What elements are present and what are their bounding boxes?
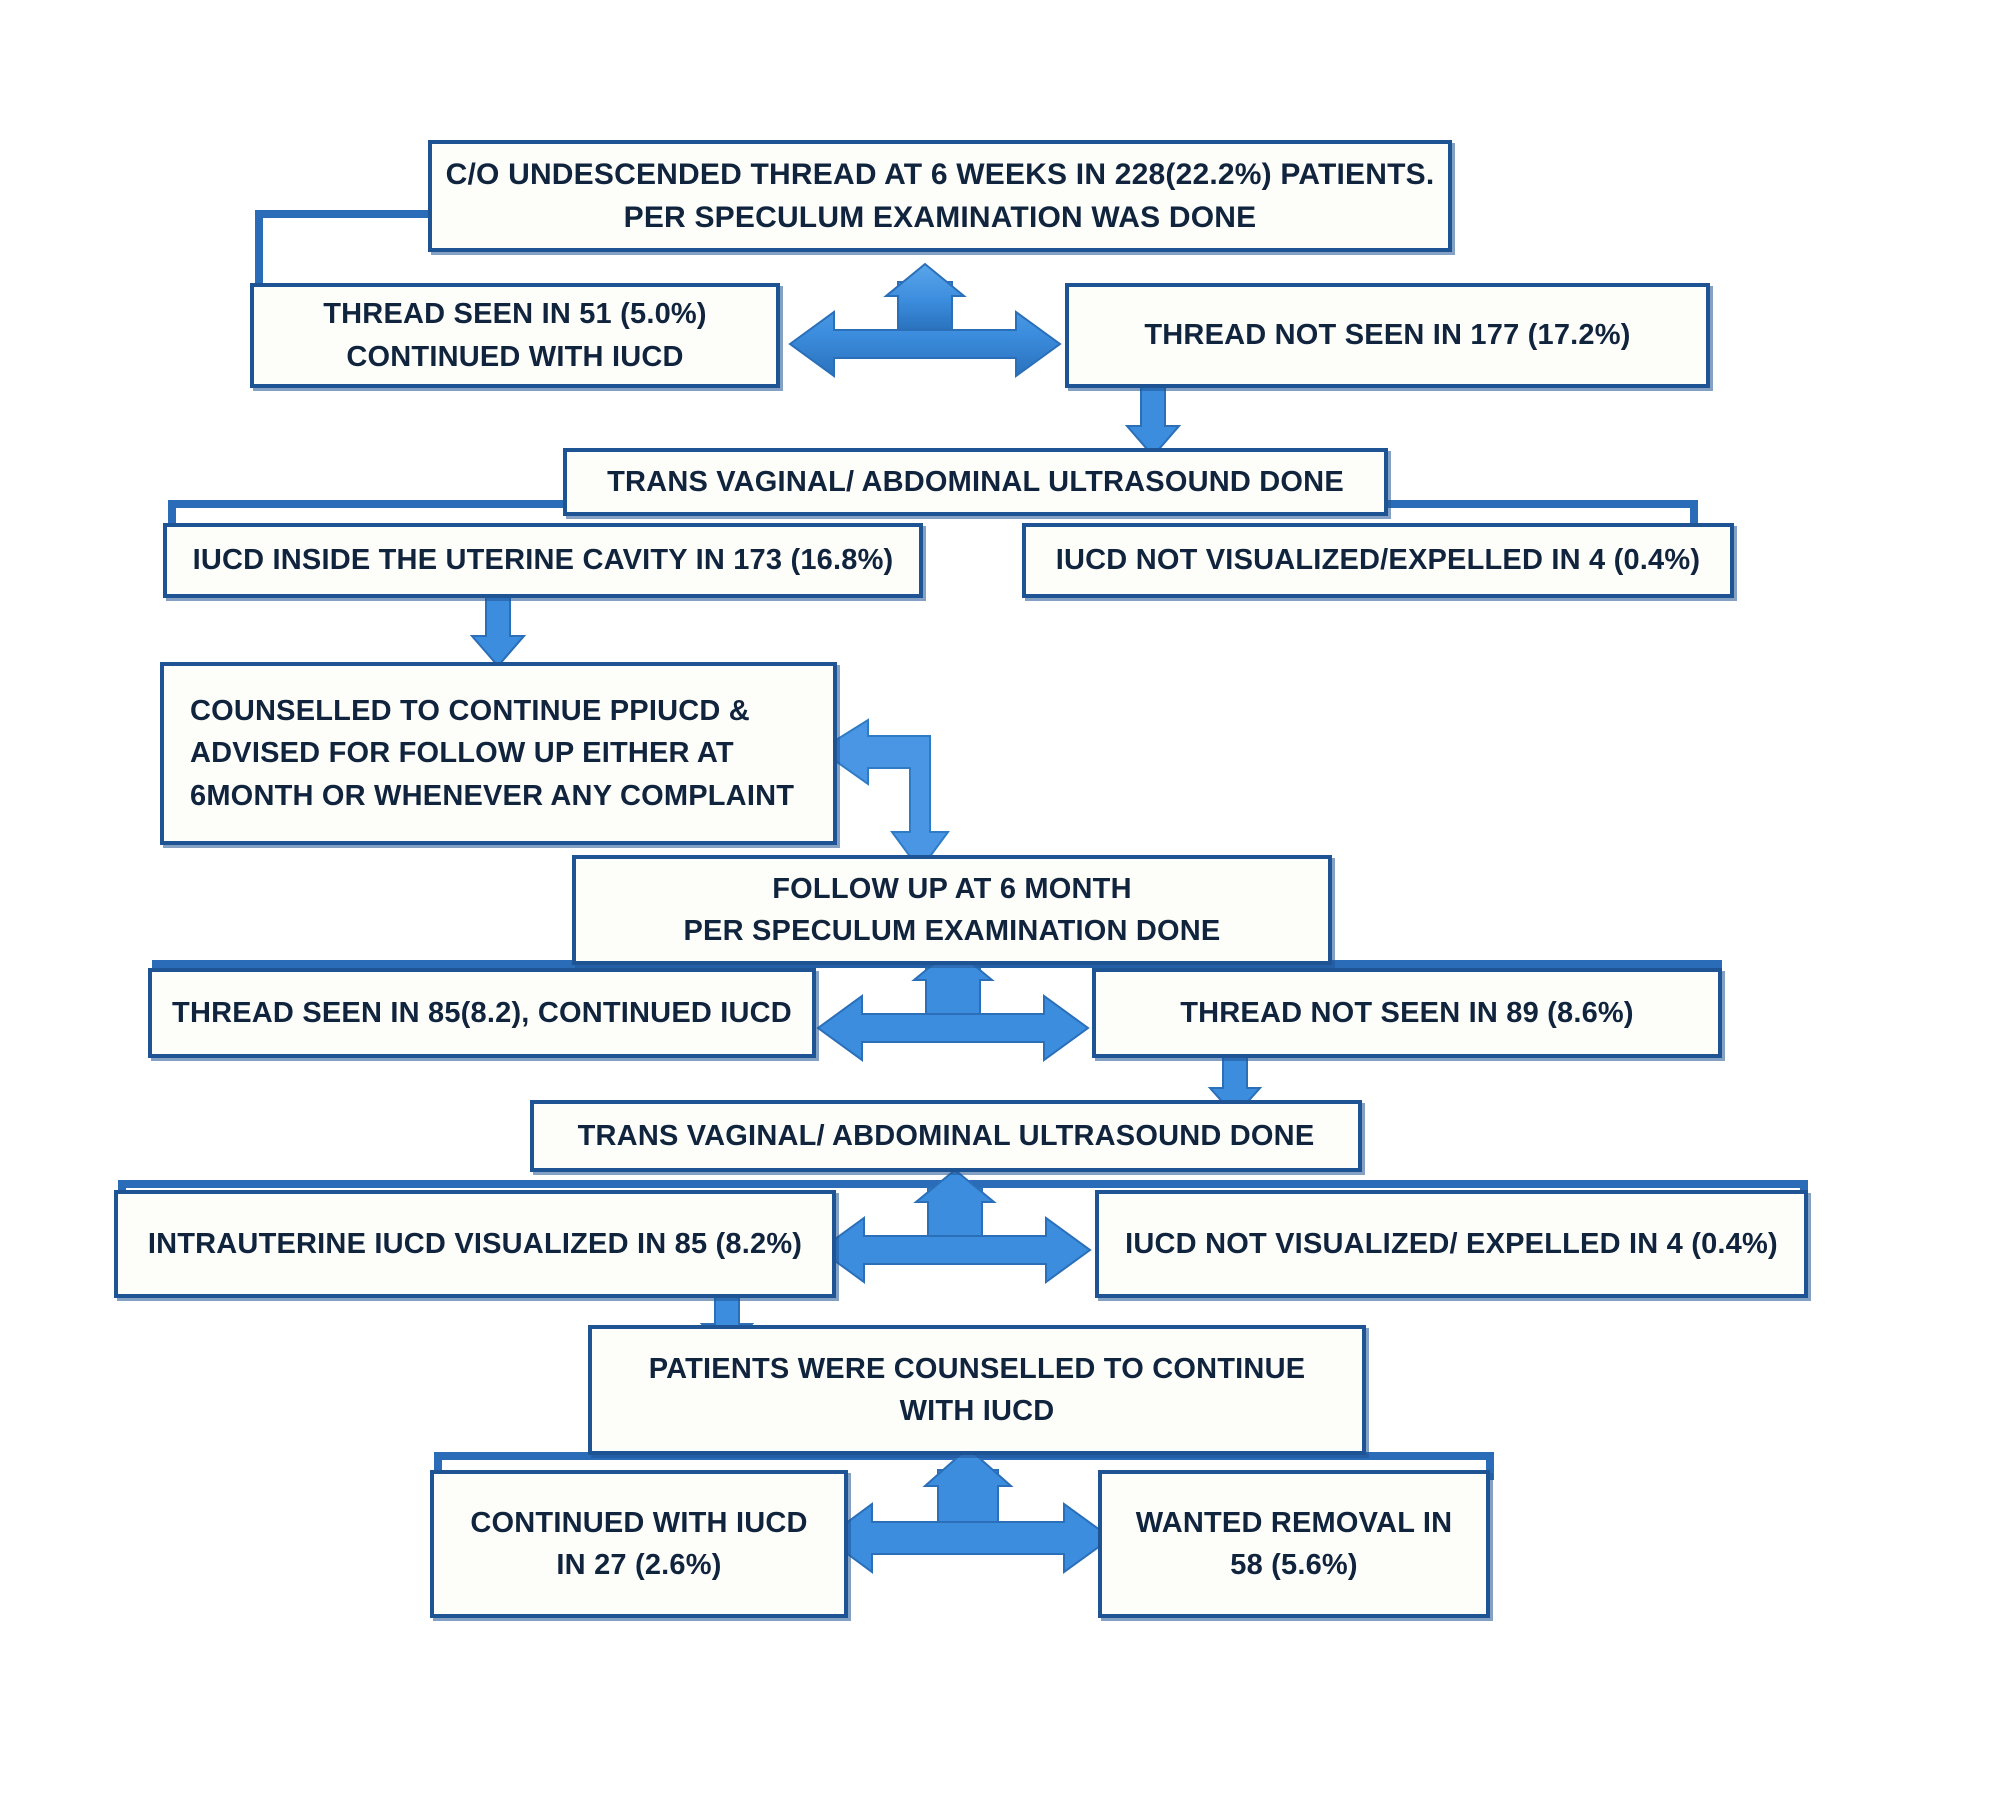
node-continued-with-iucd-line1: CONTINUED WITH IUCD — [470, 1506, 808, 1539]
node-continued-with-iucd-line2: IN 27 (2.6%) — [556, 1549, 722, 1581]
node-patients-counselled-line2: WITH IUCD — [899, 1395, 1055, 1427]
node-ultrasound-6weeks-line1: TRANS VAGINAL/ ABDOMINAL ULTRASOUND DONE — [607, 465, 1344, 498]
node-follow-up-6month-line2: PER SPECULUM EXAMINATION DONE — [683, 915, 1221, 947]
node-patients-counselled[interactable]: PATIENTS WERE COUNSELLED TO CONTINUE WIT… — [588, 1325, 1366, 1455]
node-wanted-removal-line1: WANTED REMOVAL IN — [1135, 1506, 1453, 1539]
node-follow-up-6month[interactable]: FOLLOW UP AT 6 MONTH PER SPECULUM EXAMIN… — [572, 855, 1332, 965]
node-follow-up-6month-line1: FOLLOW UP AT 6 MONTH — [772, 872, 1132, 905]
connector-line-top-to-left — [255, 210, 263, 290]
node-iucd-not-visualized-6weeks-line1: IUCD NOT VISUALIZED/EXPELLED IN 4 (0.4%) — [1055, 544, 1701, 577]
node-thread-not-seen-6month[interactable]: THREAD NOT SEEN IN 89 (8.6%) — [1092, 968, 1722, 1058]
connector-line-outcome-left — [434, 1452, 442, 1480]
node-patients-counselled-line1: PATIENTS WERE COUNSELLED TO CONTINUE — [648, 1352, 1306, 1385]
arrow-split-outcome — [824, 1446, 1113, 1598]
node-counselled-continue-line1: COUNSELLED TO CONTINUE PPIUCD & — [190, 695, 750, 728]
node-thread-seen-6month-line1: THREAD SEEN IN 85(8.2), CONTINUED IUCD — [172, 996, 792, 1029]
node-ultrasound-6month[interactable]: TRANS VAGINAL/ ABDOMINAL ULTRASOUND DONE — [530, 1100, 1362, 1172]
arrow-cavity-to-counselled — [469, 595, 527, 668]
node-iucd-not-visualized-6month[interactable]: IUCD NOT VISUALIZED/ EXPELLED IN 4 (0.4%… — [1095, 1190, 1808, 1298]
node-iucd-inside-cavity-line1: IUCD INSIDE THE UTERINE CAVITY IN 173 (1… — [192, 544, 894, 577]
connector-line-outcome-right — [1486, 1452, 1494, 1480]
node-intrauterine-visualized-line1: INTRAUTERINE IUCD VISUALIZED IN 85 (8.2%… — [147, 1227, 803, 1260]
arrow-split-6weeks — [788, 262, 1062, 402]
node-intrauterine-visualized[interactable]: INTRAUTERINE IUCD VISUALIZED IN 85 (8.2%… — [114, 1190, 836, 1298]
connector-line-ultrasound6w-left — [168, 500, 176, 530]
node-continued-with-iucd[interactable]: CONTINUED WITH IUCD IN 27 (2.6%) — [430, 1470, 848, 1618]
node-thread-not-seen-6month-line1: THREAD NOT SEEN IN 89 (8.6%) — [1180, 996, 1634, 1029]
node-counselled-continue-line3: 6MONTH OR WHENEVER ANY COMPLAINT — [190, 779, 795, 812]
node-complaint[interactable]: C/O UNDESCENDED THREAD AT 6 WEEKS IN 228… — [428, 140, 1452, 252]
arrow-notseen-to-ultrasound-6weeks — [1124, 385, 1182, 458]
arrow-counselled-to-followup — [818, 712, 980, 877]
node-wanted-removal-line2: 58 (5.6%) — [1230, 1549, 1358, 1581]
connector-line-top-edge-left — [255, 210, 435, 218]
node-wanted-removal[interactable]: WANTED REMOVAL IN 58 (5.6%) — [1098, 1470, 1490, 1618]
node-thread-seen-6weeks-line1: THREAD SEEN IN 51 (5.0%) — [323, 298, 707, 331]
arrow-split-ultrasound-6month — [818, 1168, 1092, 1308]
node-thread-not-seen-6weeks[interactable]: THREAD NOT SEEN IN 177 (17.2%) — [1065, 283, 1710, 388]
node-thread-not-seen-6weeks-line1: THREAD NOT SEEN IN 177 (17.2%) — [1144, 319, 1631, 352]
node-thread-seen-6month[interactable]: THREAD SEEN IN 85(8.2), CONTINUED IUCD — [148, 968, 816, 1058]
node-thread-seen-6weeks-line2: CONTINUED WITH IUCD — [346, 340, 684, 373]
arrow-split-6month — [816, 946, 1090, 1086]
connector-line-ultrasound6w-right — [1690, 500, 1698, 530]
node-ultrasound-6weeks[interactable]: TRANS VAGINAL/ ABDOMINAL ULTRASOUND DONE — [563, 448, 1388, 516]
node-thread-seen-6weeks[interactable]: THREAD SEEN IN 51 (5.0%) CONTINUED WITH … — [250, 283, 780, 388]
node-complaint-line2: PER SPECULUM EXAMINATION WAS DONE — [623, 201, 1257, 234]
node-iucd-not-visualized-6month-line1: IUCD NOT VISUALIZED/ EXPELLED IN 4 (0.4%… — [1125, 1227, 1778, 1260]
node-counselled-continue-line2: ADVISED FOR FOLLOW UP EITHER AT — [190, 737, 734, 770]
node-ultrasound-6month-line1: TRANS VAGINAL/ ABDOMINAL ULTRASOUND DONE — [577, 1119, 1315, 1152]
node-iucd-inside-cavity[interactable]: IUCD INSIDE THE UTERINE CAVITY IN 173 (1… — [163, 523, 923, 598]
node-counselled-continue[interactable]: COUNSELLED TO CONTINUE PPIUCD & ADVISED … — [160, 662, 837, 845]
node-complaint-line1: C/O UNDESCENDED THREAD AT 6 WEEKS IN 228… — [445, 157, 1435, 191]
node-iucd-not-visualized-6weeks[interactable]: IUCD NOT VISUALIZED/EXPELLED IN 4 (0.4%) — [1022, 523, 1734, 598]
